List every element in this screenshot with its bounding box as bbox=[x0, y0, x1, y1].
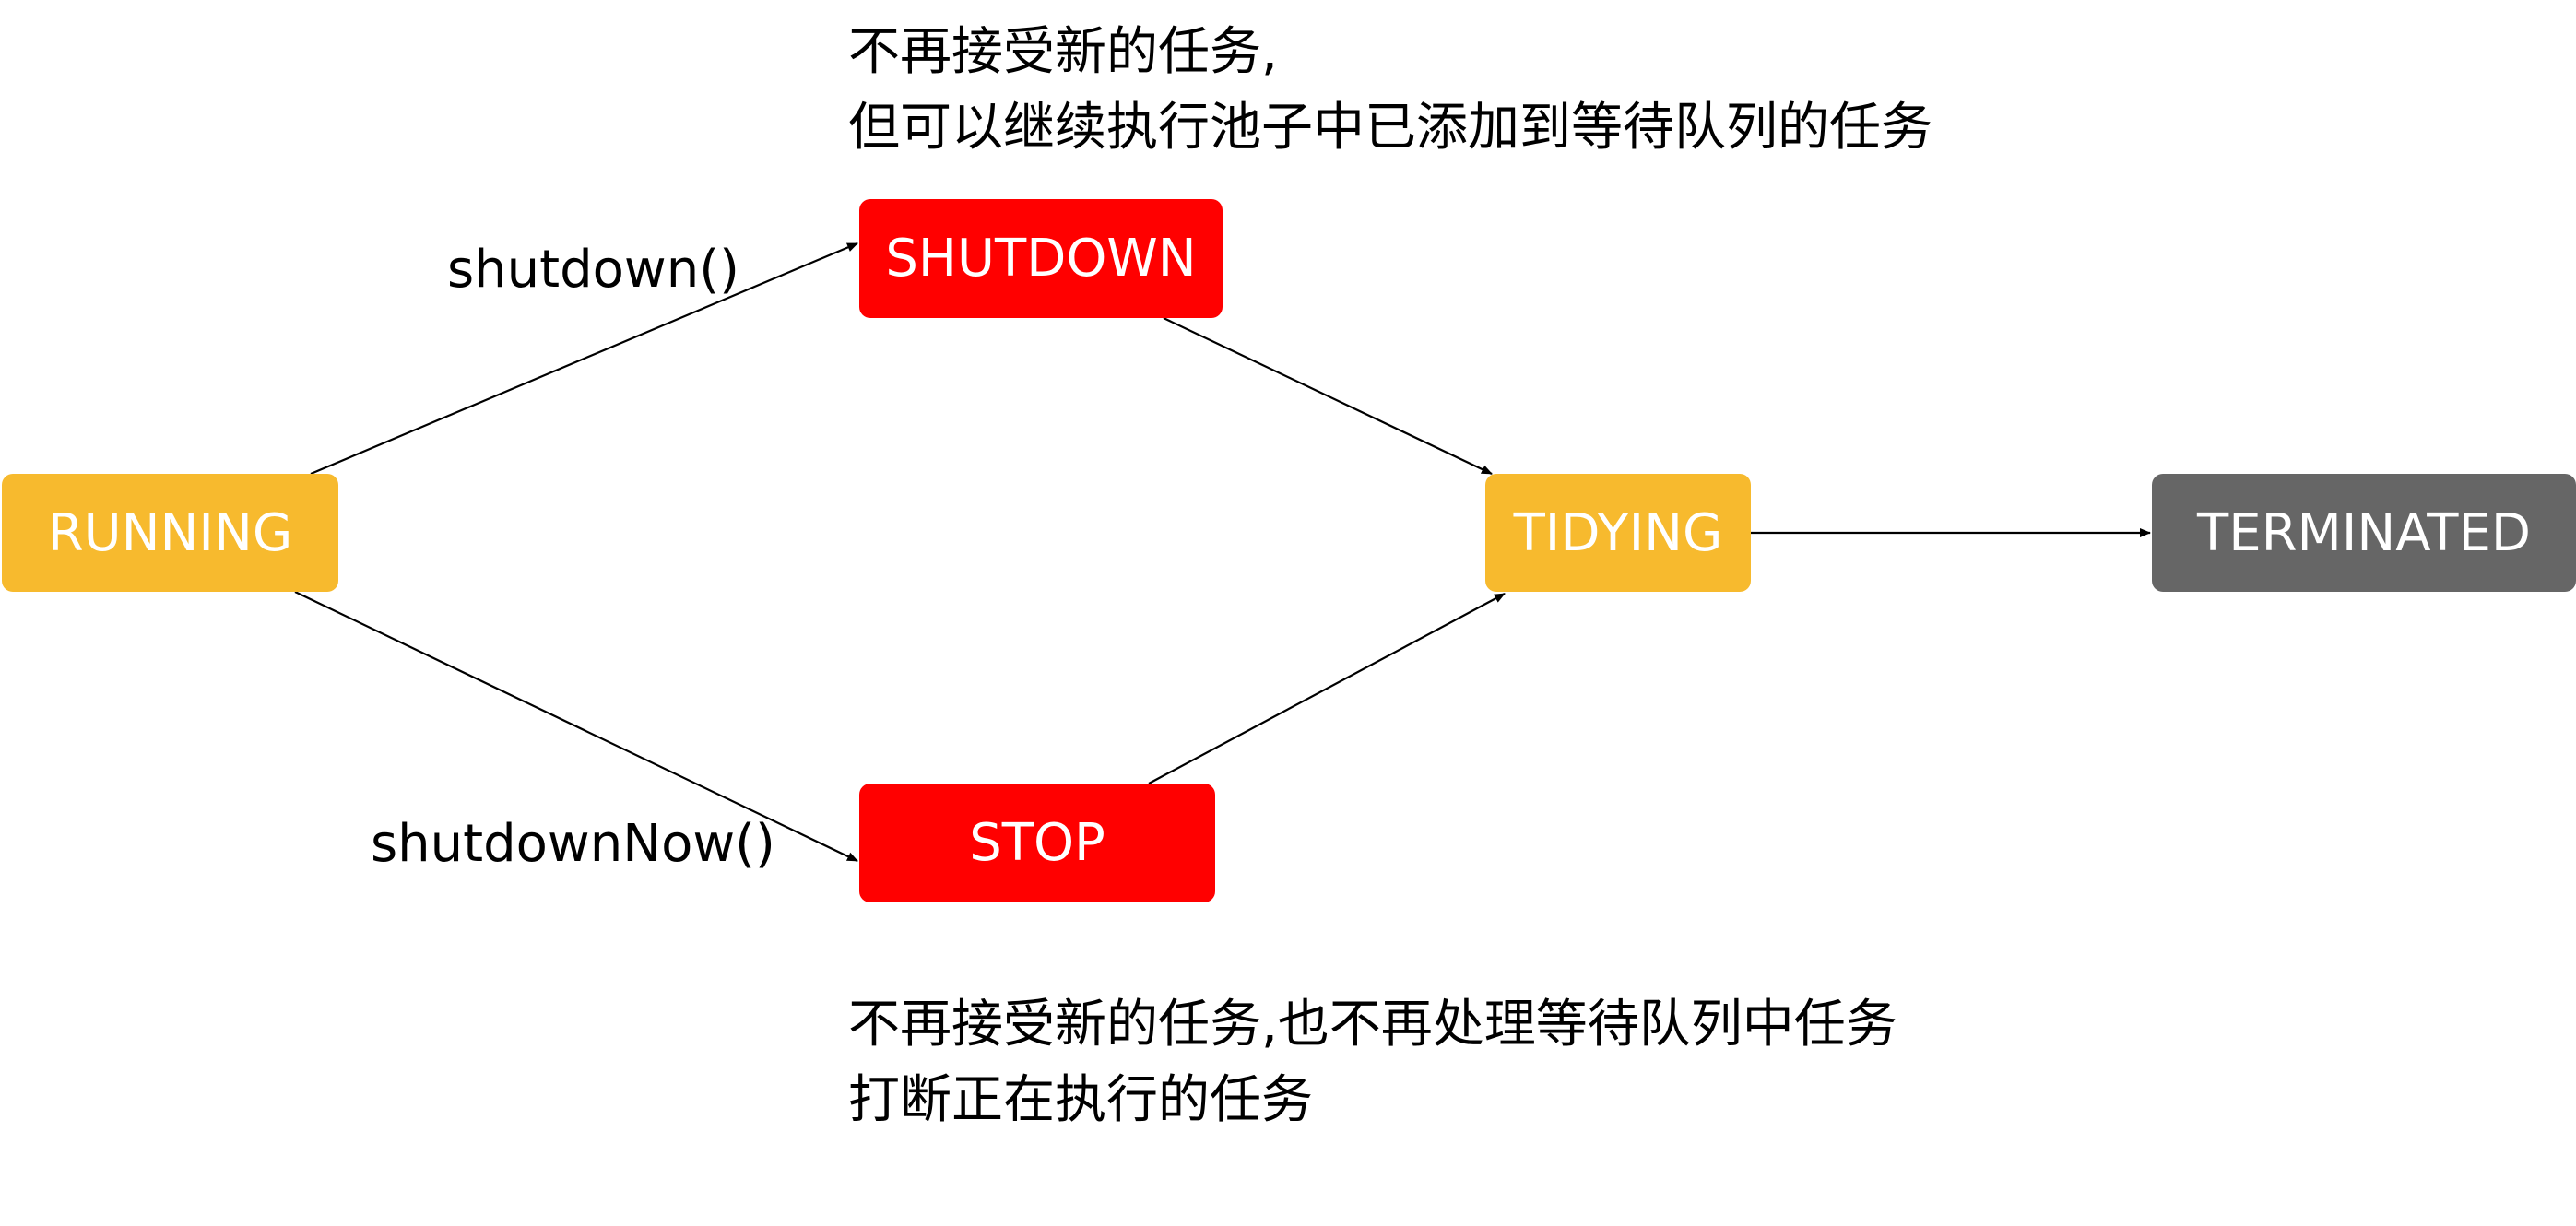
state-terminated-label: TERMINATED bbox=[2197, 502, 2531, 563]
state-shutdown: SHUTDOWN bbox=[859, 199, 1223, 318]
arrow-shutdown-to-tidying bbox=[1163, 317, 1493, 475]
state-running-label: RUNNING bbox=[47, 502, 293, 563]
note-shutdown-description: 不再接受新的任务, 但可以继续执行池子中已添加到等待队列的任务 bbox=[848, 15, 1932, 166]
arrow-running-to-shutdown bbox=[310, 242, 858, 476]
state-stop: STOP bbox=[859, 784, 1215, 902]
state-shutdown-label: SHUTDOWN bbox=[885, 229, 1197, 289]
state-stop-label: STOP bbox=[969, 813, 1105, 873]
arrow-stop-to-tidying bbox=[1148, 593, 1506, 784]
state-tidying: TIDYING bbox=[1485, 474, 1751, 592]
note-shutdown-line-2: 但可以继续执行池子中已添加到等待队列的任务 bbox=[848, 98, 1932, 158]
state-tidying-label: TIDYING bbox=[1513, 502, 1723, 563]
state-running: RUNNING bbox=[2, 474, 338, 592]
transition-label-shutdownnow: shutdownNow() bbox=[371, 814, 775, 874]
note-stop-line-1: 不再接受新的任务,也不再处理等待队列中任务 bbox=[848, 995, 1897, 1055]
transition-label-shutdown: shutdown() bbox=[447, 240, 739, 300]
state-terminated: TERMINATED bbox=[2152, 474, 2576, 592]
note-stop-description: 不再接受新的任务,也不再处理等待队列中任务 打断正在执行的任务 bbox=[848, 987, 1897, 1138]
arrow-running-to-stop bbox=[294, 591, 858, 862]
note-shutdown-line-1: 不再接受新的任务, bbox=[848, 22, 1278, 82]
note-stop-line-2: 打断正在执行的任务 bbox=[848, 1070, 1313, 1130]
